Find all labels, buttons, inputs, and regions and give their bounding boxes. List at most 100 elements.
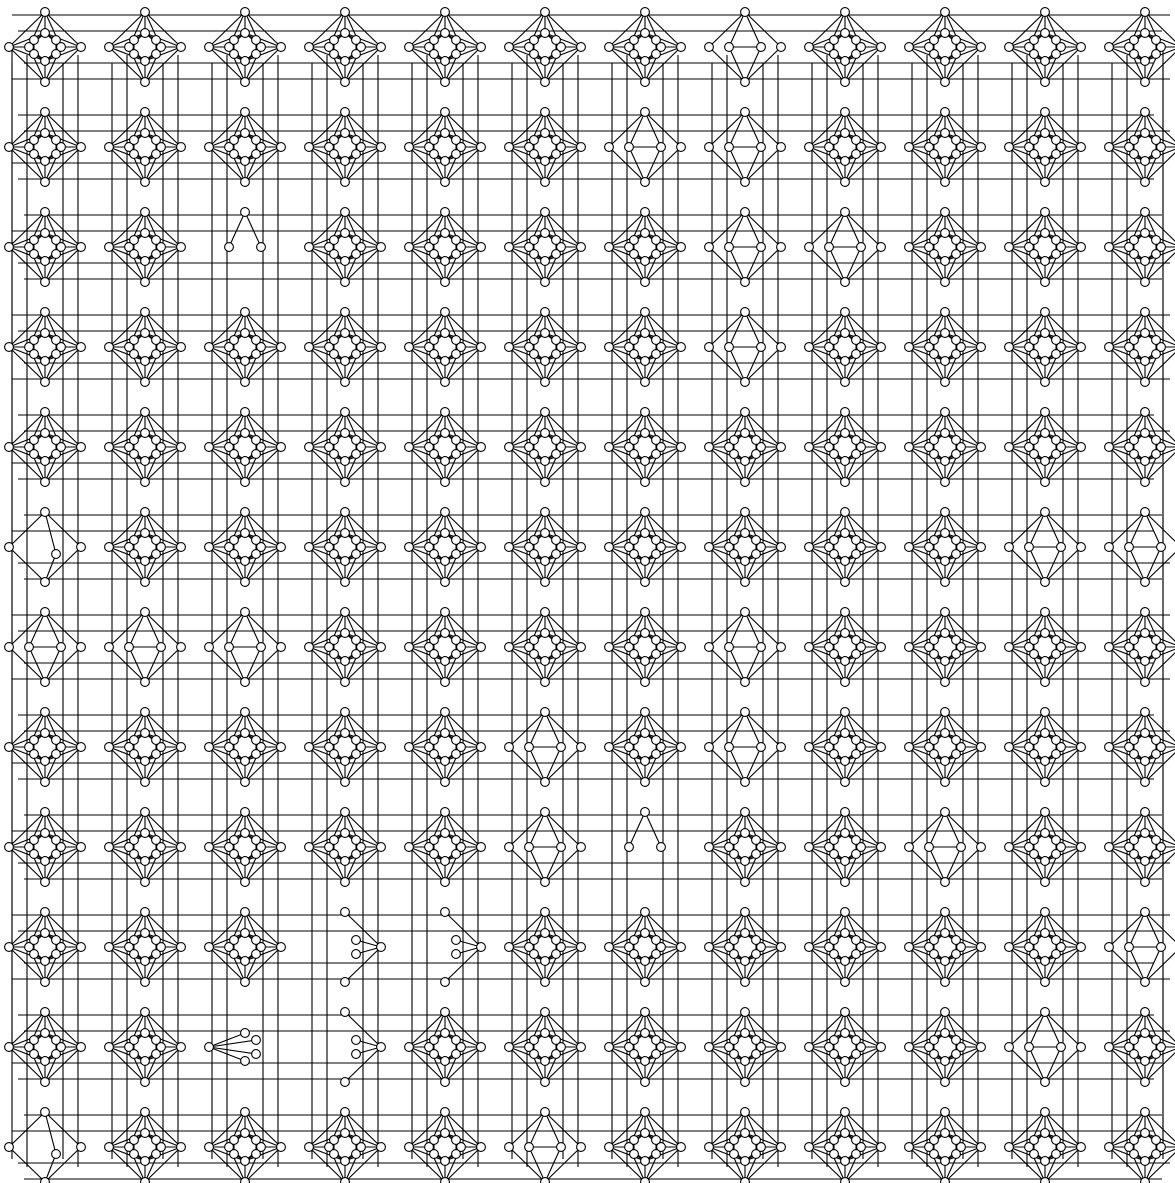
graph-node [41,378,50,387]
graph-node [930,450,939,459]
graph-node [441,878,450,887]
graph-node [141,278,150,287]
graph-node [777,443,786,452]
graph-node [541,629,550,638]
graph-node [641,678,650,687]
graph-node [552,36,561,45]
graph-node [1130,1036,1139,1045]
graph-node [841,8,850,17]
graph-node [605,43,614,52]
gadget-edge [245,612,261,647]
graph-node [452,150,461,159]
graph-node [1105,943,1114,952]
graph-node [741,929,750,938]
graph-node [805,343,814,352]
gadget-edge [1009,12,1045,47]
graph-node [441,857,450,866]
gadget-edge [1145,947,1175,982]
graph-node [752,950,761,959]
graph-node [430,536,439,545]
graph-node [1141,429,1150,438]
graph-node [105,943,114,952]
graph-node [77,1043,86,1052]
graph-node [641,978,650,987]
graph-node [1152,150,1161,159]
graph-node [41,708,50,717]
graph-node [341,1108,350,1117]
graph-node [677,43,686,52]
graph-node [1141,578,1150,587]
gadget-cluster [505,208,586,287]
graph-node [230,736,239,745]
graph-node [552,936,561,945]
graph-node [741,878,750,887]
graph-node [541,257,550,266]
gadget-edge [229,647,245,682]
graph-node [1130,436,1139,445]
graph-node [241,529,250,538]
graph-node [841,29,850,38]
graph-node [352,1050,361,1059]
graph-node [141,1078,150,1087]
graph-node [341,1129,350,1138]
graph-node [957,843,966,852]
graph-node [352,950,361,959]
gadget-edge [729,147,745,182]
graph-node [141,57,150,66]
graph-node [652,36,661,45]
graph-node [305,743,314,752]
graph-node [52,750,61,759]
graph-node [841,408,850,417]
graph-node [1077,543,1086,552]
graph-node [341,429,350,438]
graph-node [605,543,614,552]
graph-node [130,1050,139,1059]
gadget-cluster [105,108,186,187]
gadget-edge [629,147,645,182]
gadget-cluster [205,708,286,787]
graph-node [1052,836,1061,845]
graph-node [841,329,850,338]
graph-node [952,536,961,545]
graph-node [452,336,461,345]
graph-node [205,543,214,552]
graph-node [1030,750,1039,759]
graph-node [941,329,950,338]
gadget-cluster [805,908,886,987]
gadget-cluster [1005,1008,1086,1087]
gadget-cluster [305,708,386,787]
graph-node [1077,443,1086,452]
graph-node [741,1057,750,1066]
graph-node [205,1143,214,1152]
graph-node [541,378,550,387]
graph-node [630,636,639,645]
graph-node [530,650,539,659]
gadget-cluster [1005,808,1086,887]
graph-node [877,843,886,852]
graph-node [941,408,950,417]
graph-node [305,43,314,52]
gadget-edge [729,347,745,382]
graph-node [1141,78,1150,87]
graph-node [141,1178,150,1183]
graph-node [930,736,939,745]
graph-node [141,1157,150,1166]
graph-node [941,957,950,966]
graph-node [330,850,339,859]
graph-node [1077,743,1086,752]
graph-node [605,343,614,352]
graph-node [141,1129,150,1138]
graph-node [1041,257,1050,266]
gadget-cluster [1105,508,1175,587]
gadget-edge [829,212,845,247]
graph-node [105,543,114,552]
graph-node [841,529,850,538]
graph-node [830,536,839,545]
graph-node [241,829,250,838]
graph-node [341,657,350,666]
graph-node [577,643,586,652]
gadget-edge [945,847,961,882]
graph-node [641,29,650,38]
graph-node [41,329,50,338]
gadget-edge [145,612,161,647]
